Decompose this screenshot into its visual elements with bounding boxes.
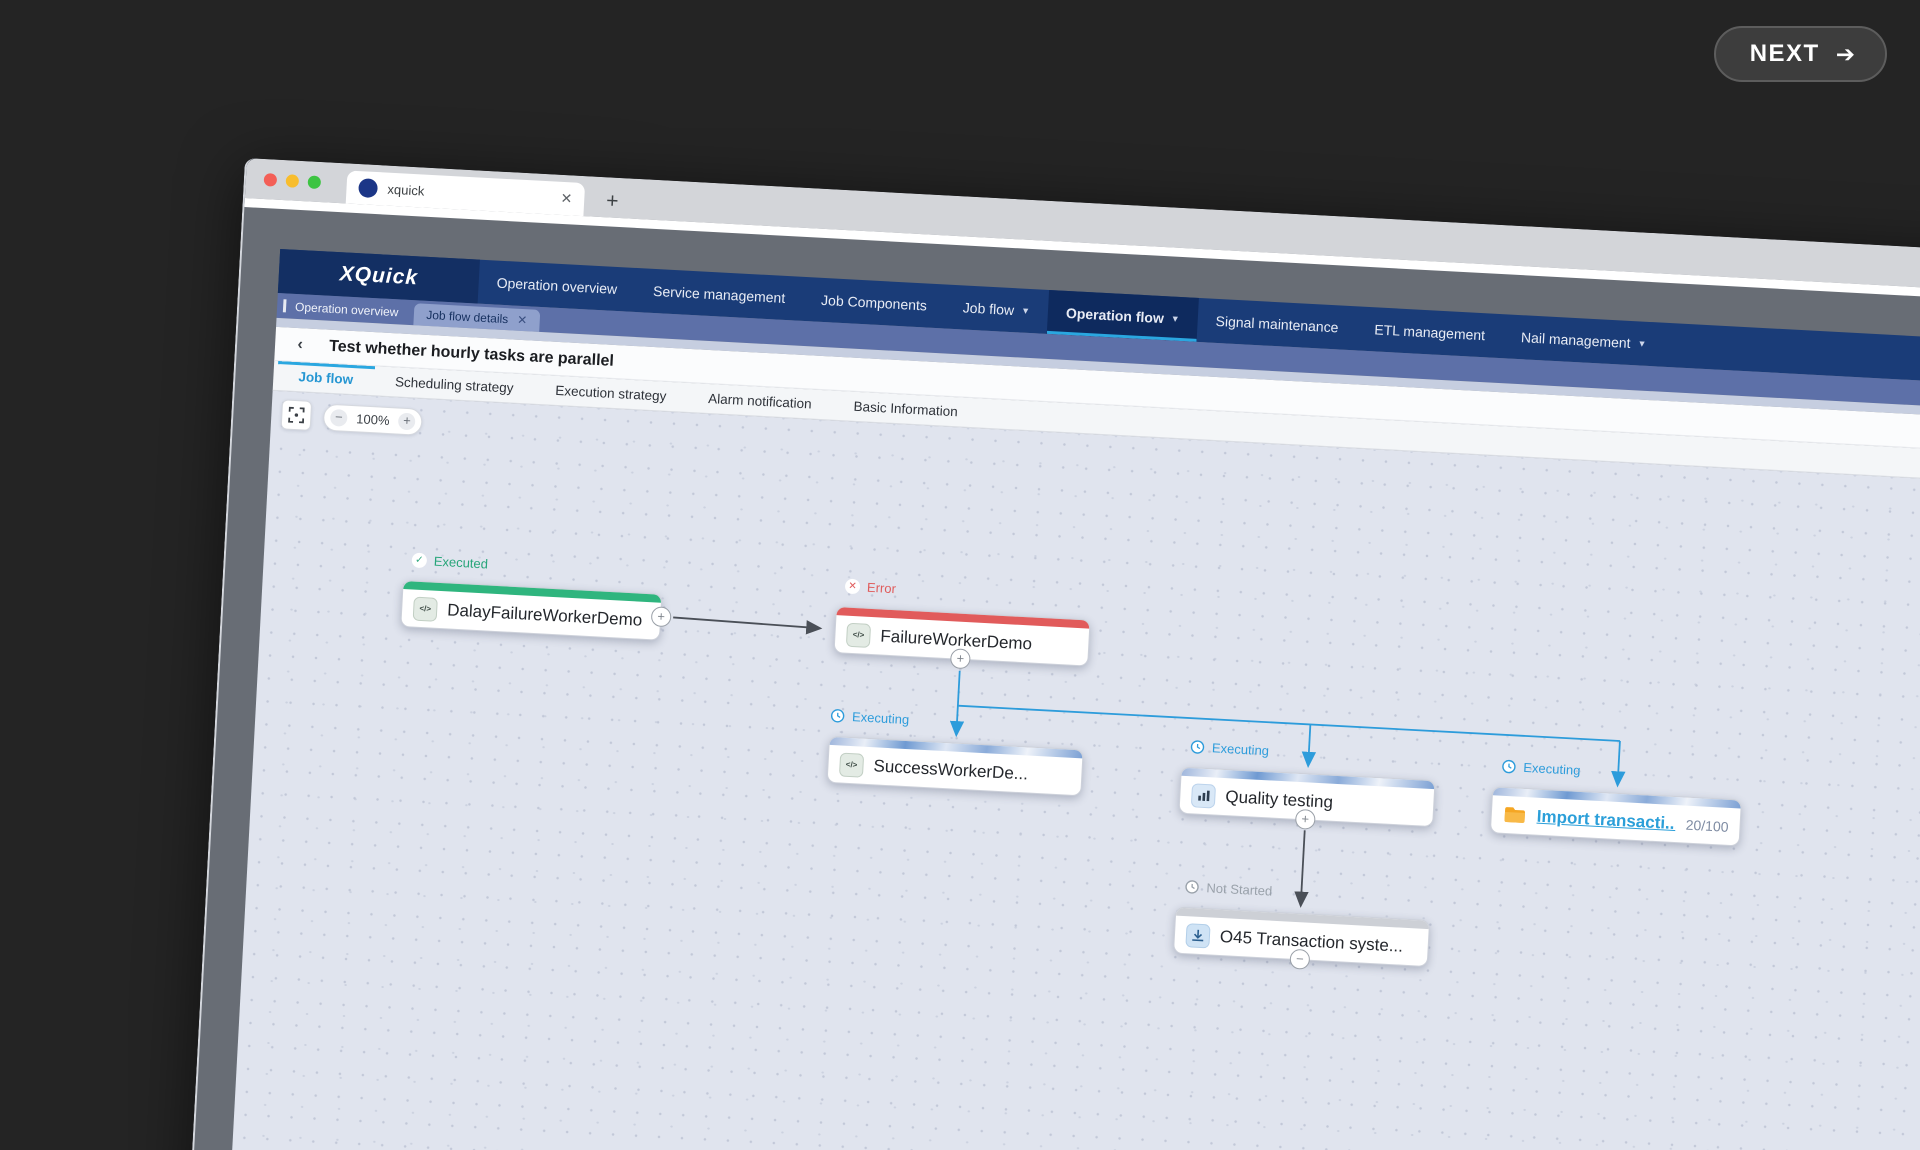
next-button[interactable]: NEXT ➔ bbox=[1713, 26, 1887, 82]
chevron-down-icon: ▼ bbox=[1170, 313, 1180, 324]
status-badge: Executing bbox=[1501, 759, 1581, 778]
clock-icon bbox=[830, 709, 845, 723]
bar-chart-icon bbox=[1190, 782, 1217, 809]
back-button[interactable]: ‹ bbox=[297, 335, 304, 353]
fit-view-icon bbox=[288, 406, 305, 424]
nav-item-job-flow[interactable]: Job flow ▼ bbox=[962, 299, 1031, 319]
status-badge: Not Started bbox=[1184, 879, 1273, 899]
browser-tab-title: xquick bbox=[387, 181, 425, 199]
flow-canvas[interactable]: − 100% + ✓ bbox=[226, 390, 1920, 1150]
clock-icon bbox=[1185, 880, 1199, 894]
status-badge: Executing bbox=[1190, 739, 1269, 758]
progress-count: 20/100 bbox=[1685, 816, 1729, 835]
tab-job-flow[interactable]: Job flow bbox=[277, 361, 375, 395]
check-circle-icon: ✓ bbox=[411, 552, 428, 569]
breadcrumb-divider bbox=[282, 299, 287, 313]
nav-item-job-components[interactable]: Job Components bbox=[820, 291, 928, 314]
close-icon[interactable]: ✕ bbox=[516, 312, 528, 328]
close-tab-icon[interactable]: ✕ bbox=[560, 189, 573, 207]
node-link-label[interactable]: Import transacti... bbox=[1536, 806, 1677, 833]
new-tab-icon[interactable]: + bbox=[605, 189, 620, 213]
chevron-down-icon: ▼ bbox=[1637, 338, 1647, 349]
status-badge: Executing bbox=[830, 708, 910, 727]
app-page: XQuick Operation overview Service manage… bbox=[226, 249, 1920, 1150]
app-logo-text: XQuick bbox=[339, 262, 419, 290]
minimize-window-icon[interactable] bbox=[285, 173, 300, 188]
flow-connectors bbox=[673, 616, 1626, 908]
arrow-right-icon: ➔ bbox=[1835, 40, 1855, 67]
folder-icon bbox=[1502, 802, 1527, 827]
close-window-icon[interactable] bbox=[263, 172, 278, 187]
clock-icon bbox=[1190, 740, 1205, 754]
nav-item-etl-management[interactable]: ETL management bbox=[1374, 321, 1486, 344]
browser-window: xquick ✕ + XQuick Operation overview Ser… bbox=[186, 158, 1920, 1150]
site-favicon bbox=[358, 178, 379, 199]
traffic-lights bbox=[263, 159, 322, 202]
error-circle-icon: ✕ bbox=[844, 578, 861, 595]
download-icon bbox=[1185, 922, 1211, 948]
worker-code-icon: </> bbox=[838, 752, 865, 778]
flow-node-o45-transaction[interactable]: O45 Transaction syste... bbox=[1172, 906, 1431, 968]
nav-item-operation-flow[interactable]: Operation flow ▼ bbox=[1046, 289, 1199, 342]
maximize-window-icon[interactable] bbox=[307, 174, 322, 189]
next-button-label: NEXT bbox=[1749, 40, 1820, 67]
flow-node-import-transaction[interactable]: Import transacti... 20/100 bbox=[1489, 786, 1742, 847]
fit-view-button[interactable] bbox=[280, 399, 313, 431]
chevron-down-icon: ▼ bbox=[1020, 305, 1031, 316]
breadcrumb-root[interactable]: Operation overview bbox=[294, 299, 399, 319]
worker-code-icon: </> bbox=[412, 596, 438, 622]
clock-icon bbox=[1502, 759, 1516, 774]
status-badge: ✕ Error bbox=[844, 578, 896, 596]
worker-code-icon: </> bbox=[845, 622, 872, 648]
flow-node-quality-testing[interactable]: Quality testing bbox=[1178, 766, 1436, 828]
